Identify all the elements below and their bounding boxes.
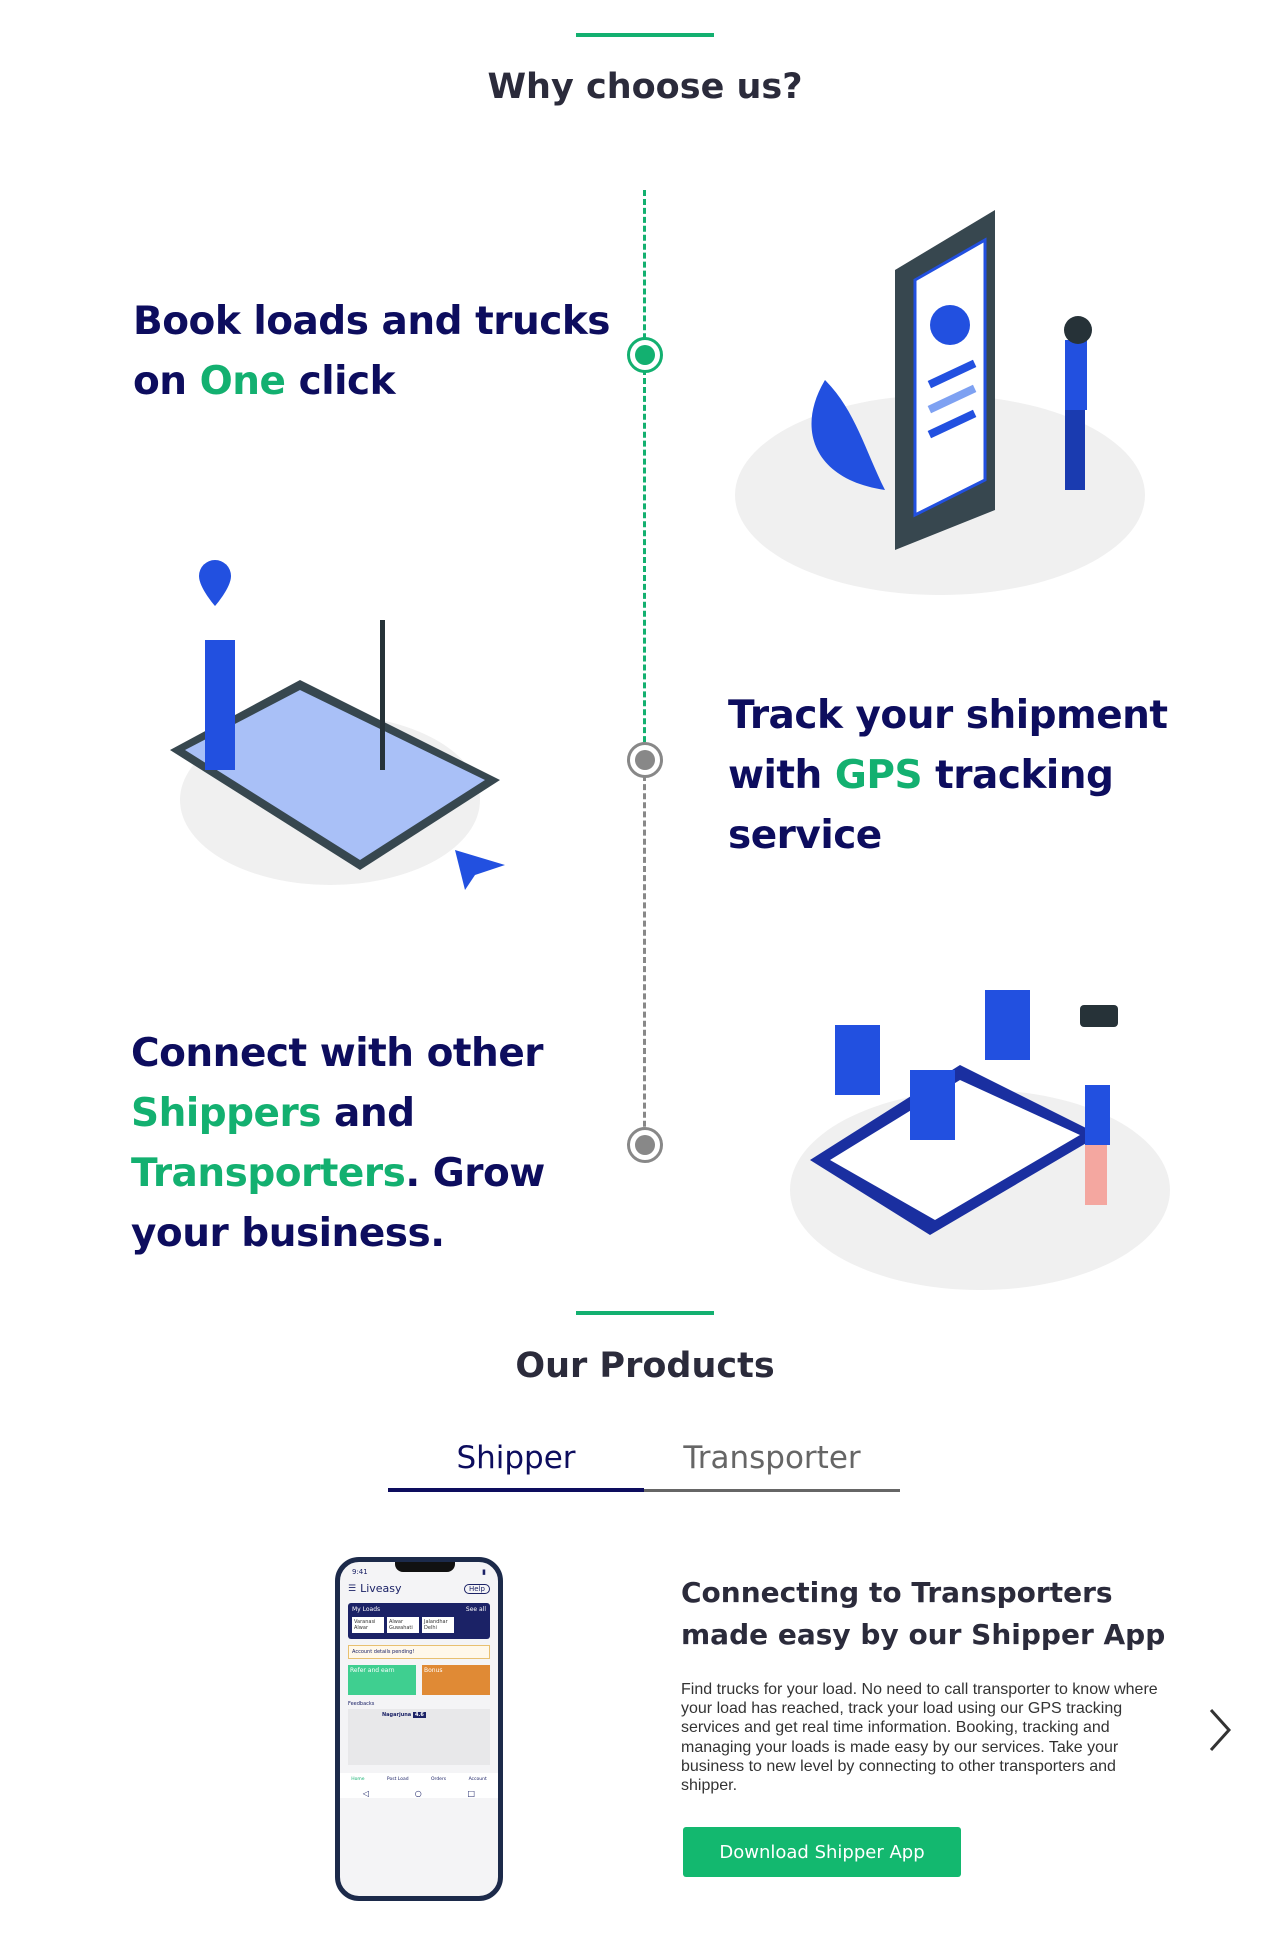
feature-book-loads: Book loads and trucks on One click <box>133 299 611 404</box>
connect-people-illustration <box>790 990 1170 1290</box>
next-chevron-icon[interactable] <box>1208 1707 1232 1753</box>
timeline-inactive <box>643 775 646 1145</box>
nav-home: Home <box>351 1777 365 1782</box>
product-description: Find trucks for your load. No need to ca… <box>681 1681 1158 1795</box>
products-title: Our Products <box>515 1346 775 1386</box>
nav-post-load: Post Load <box>386 1777 409 1782</box>
timeline-active <box>643 190 646 760</box>
active-tab-indicator <box>388 1488 644 1492</box>
feature-connect: Connect with other Shippers and Transpor… <box>131 1031 545 1256</box>
section-divider <box>576 1311 714 1315</box>
bonus-card: Bonus <box>422 1665 490 1695</box>
timeline-dot-1 <box>627 337 663 373</box>
reviewer-name: Nagarjuna <box>382 1712 412 1718</box>
alert-banner: Account details pending! <box>348 1645 490 1659</box>
timeline-dot-2 <box>627 742 663 778</box>
help-chip: Help <box>464 1583 490 1594</box>
tab-shipper[interactable]: Shipper <box>456 1440 576 1476</box>
product-heading: Connecting to Transporters made easy by … <box>681 1576 1166 1651</box>
section-divider <box>576 33 714 37</box>
tab-transporter[interactable]: Transporter <box>683 1440 861 1476</box>
timeline-dot-3 <box>627 1127 663 1163</box>
status-time: 9:41 <box>352 1568 368 1576</box>
my-loads-label: My Loads <box>352 1606 381 1613</box>
tabs-underline <box>388 1489 900 1492</box>
rating-badge: 4.6 <box>412 1712 426 1718</box>
feedbacks-label: Feedbacks <box>348 1701 375 1707</box>
city-map-illustration <box>170 560 505 890</box>
see-all-link: See all <box>465 1606 486 1613</box>
nav-account: Account <box>468 1777 487 1782</box>
why-choose-title: Why choose us? <box>487 67 803 107</box>
app-name: Liveasy <box>360 1582 402 1595</box>
download-shipper-app-button[interactable]: Download Shipper App <box>683 1827 961 1877</box>
nav-orders: Orders <box>431 1777 447 1782</box>
phone-profile-illustration <box>735 210 1145 595</box>
feature-gps-tracking: Track your shipment with GPS tracking se… <box>728 693 1168 858</box>
refer-card: Refer and earn <box>348 1665 416 1695</box>
